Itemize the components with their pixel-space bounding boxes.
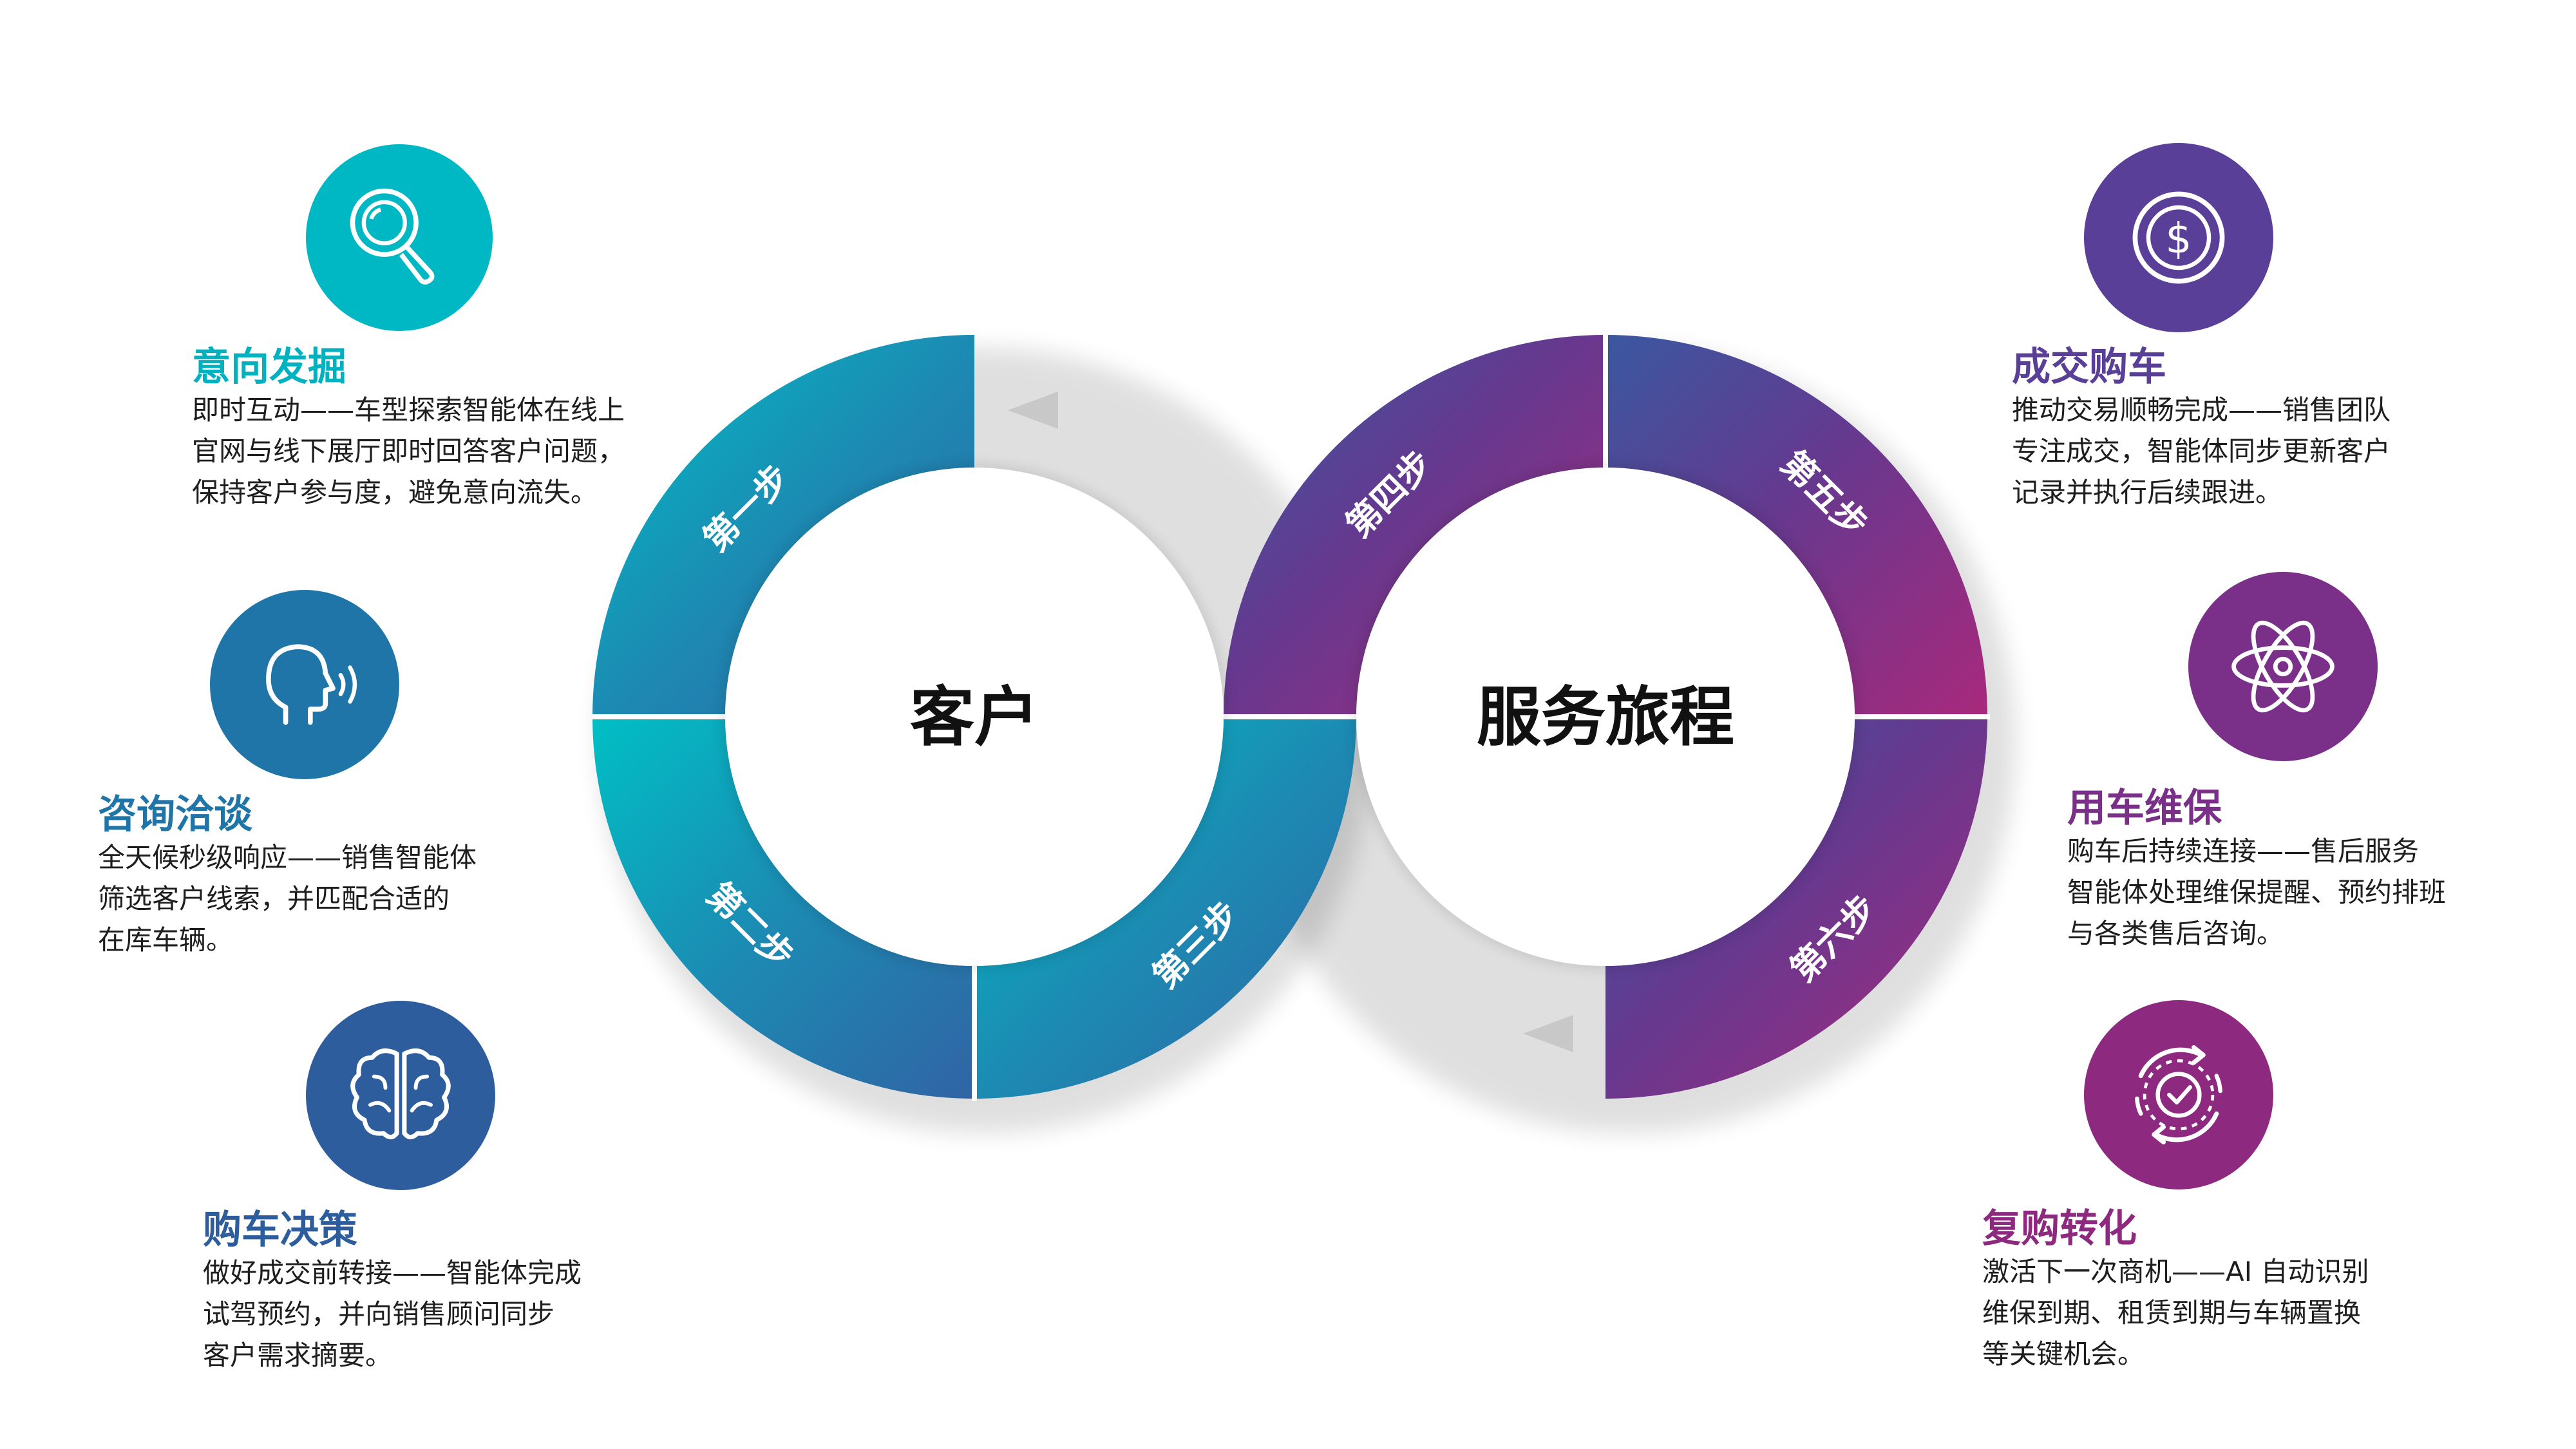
stage-desc-line: 激活下一次商机——AI 自动识别 [1982,1256,2369,1287]
stage-title: 购车决策 [203,1208,357,1253]
stage-desc-line: 客户需求摘要。 [203,1340,393,1371]
stage-desc-line: 做好成交前转接——智能体完成 [203,1257,582,1289]
stage-desc-line: 试驾预约，并向销售顾问同步 [203,1298,555,1330]
stage-title: 咨询洽谈 [98,792,252,837]
ring-segment-step-5 [1605,335,1987,717]
stage-title: 意向发掘 [192,345,346,390]
stage-desc-line: 与各类售后咨询。 [2067,918,2284,949]
stage-desc-line: 智能体处理维保提醒、预约排班 [2067,876,2447,908]
stage-block-purchase-decision: 购车决策 做好成交前转接——智能体完成 试驾预约，并向销售顾问同步 客户需求摘要… [203,1208,582,1376]
stage-desc-line: 在库车辆。 [98,924,234,956]
stage-block-consultation: 咨询洽谈 全天候秒级响应——销售智能体 筛选客户线索，并匹配合适的 在库车辆。 [98,792,477,961]
stage-block-maintenance: 用车维保 购车后持续连接——售后服务 智能体处理维保提醒、预约排班 与各类售后咨… [2067,786,2446,954]
atom-icon [2188,572,2378,761]
ring-segment-step-6 [1605,717,1987,1099]
right-center-disk [1356,468,1855,966]
stage-desc-line: 即时互动——车型探索智能体在线上 [192,394,625,426]
renewal-check-icon [2084,1000,2273,1189]
ring-segment-step-3 [974,717,1356,1099]
stage-block-repurchase: 复购转化 激活下一次商机——AI 自动识别 维保到期、租赁到期与车辆置换 等关键… [1982,1206,2369,1375]
brain-icon [306,1001,495,1190]
left-center-disk [725,468,1224,966]
stage-desc-line: 购车后持续连接——售后服务 [2067,835,2420,867]
stage-block-deal-closing: 成交购车 推动交易顺畅完成——销售团队 专注成交，智能体同步更新客户 记录并执行… [2012,345,2391,513]
svg-text:$: $ [2165,215,2192,263]
stage-title: 复购转化 [1982,1206,2137,1251]
stage-title: 成交购车 [2012,345,2166,390]
stage-desc-line: 等关键机会。 [1982,1338,2145,1370]
magnifier-icon [306,144,493,331]
stage-desc-line: 筛选客户线索，并匹配合适的 [98,883,450,914]
stage-desc-line: 记录并执行后续跟进。 [2012,477,2283,508]
arrow-left-icon [1523,1015,1573,1052]
stage-desc-line: 全天候秒级响应——销售智能体 [98,842,477,873]
right-center-label: 服务旅程 [1477,679,1734,755]
stage-desc-line: 保持客户参与度，避免意向流失。 [192,477,598,508]
ring-segment-step-1 [592,335,974,717]
stage-desc-line: 官网与线下展厅即时回答客户问题， [192,435,625,467]
stage-block-intent-discovery: 意向发掘 即时互动——车型探索智能体在线上 官网与线下展厅即时回答客户问题， 保… [192,345,625,513]
stage-desc-line: 专注成交，智能体同步更新客户 [2012,435,2391,467]
arrow-left-icon [1008,392,1058,429]
ring-segment-step-2 [592,717,974,1099]
stage-title: 用车维保 [2067,786,2222,831]
stage-desc-line: 推动交易顺畅完成——销售团队 [2012,394,2391,426]
ring-segment-step-4 [1224,335,1605,717]
dollar-icon: $ [2084,143,2273,332]
left-center-label: 客户 [910,679,1039,755]
speaking-head-icon [210,590,399,779]
stage-desc-line: 维保到期、租赁到期与车辆置换 [1982,1297,2362,1329]
